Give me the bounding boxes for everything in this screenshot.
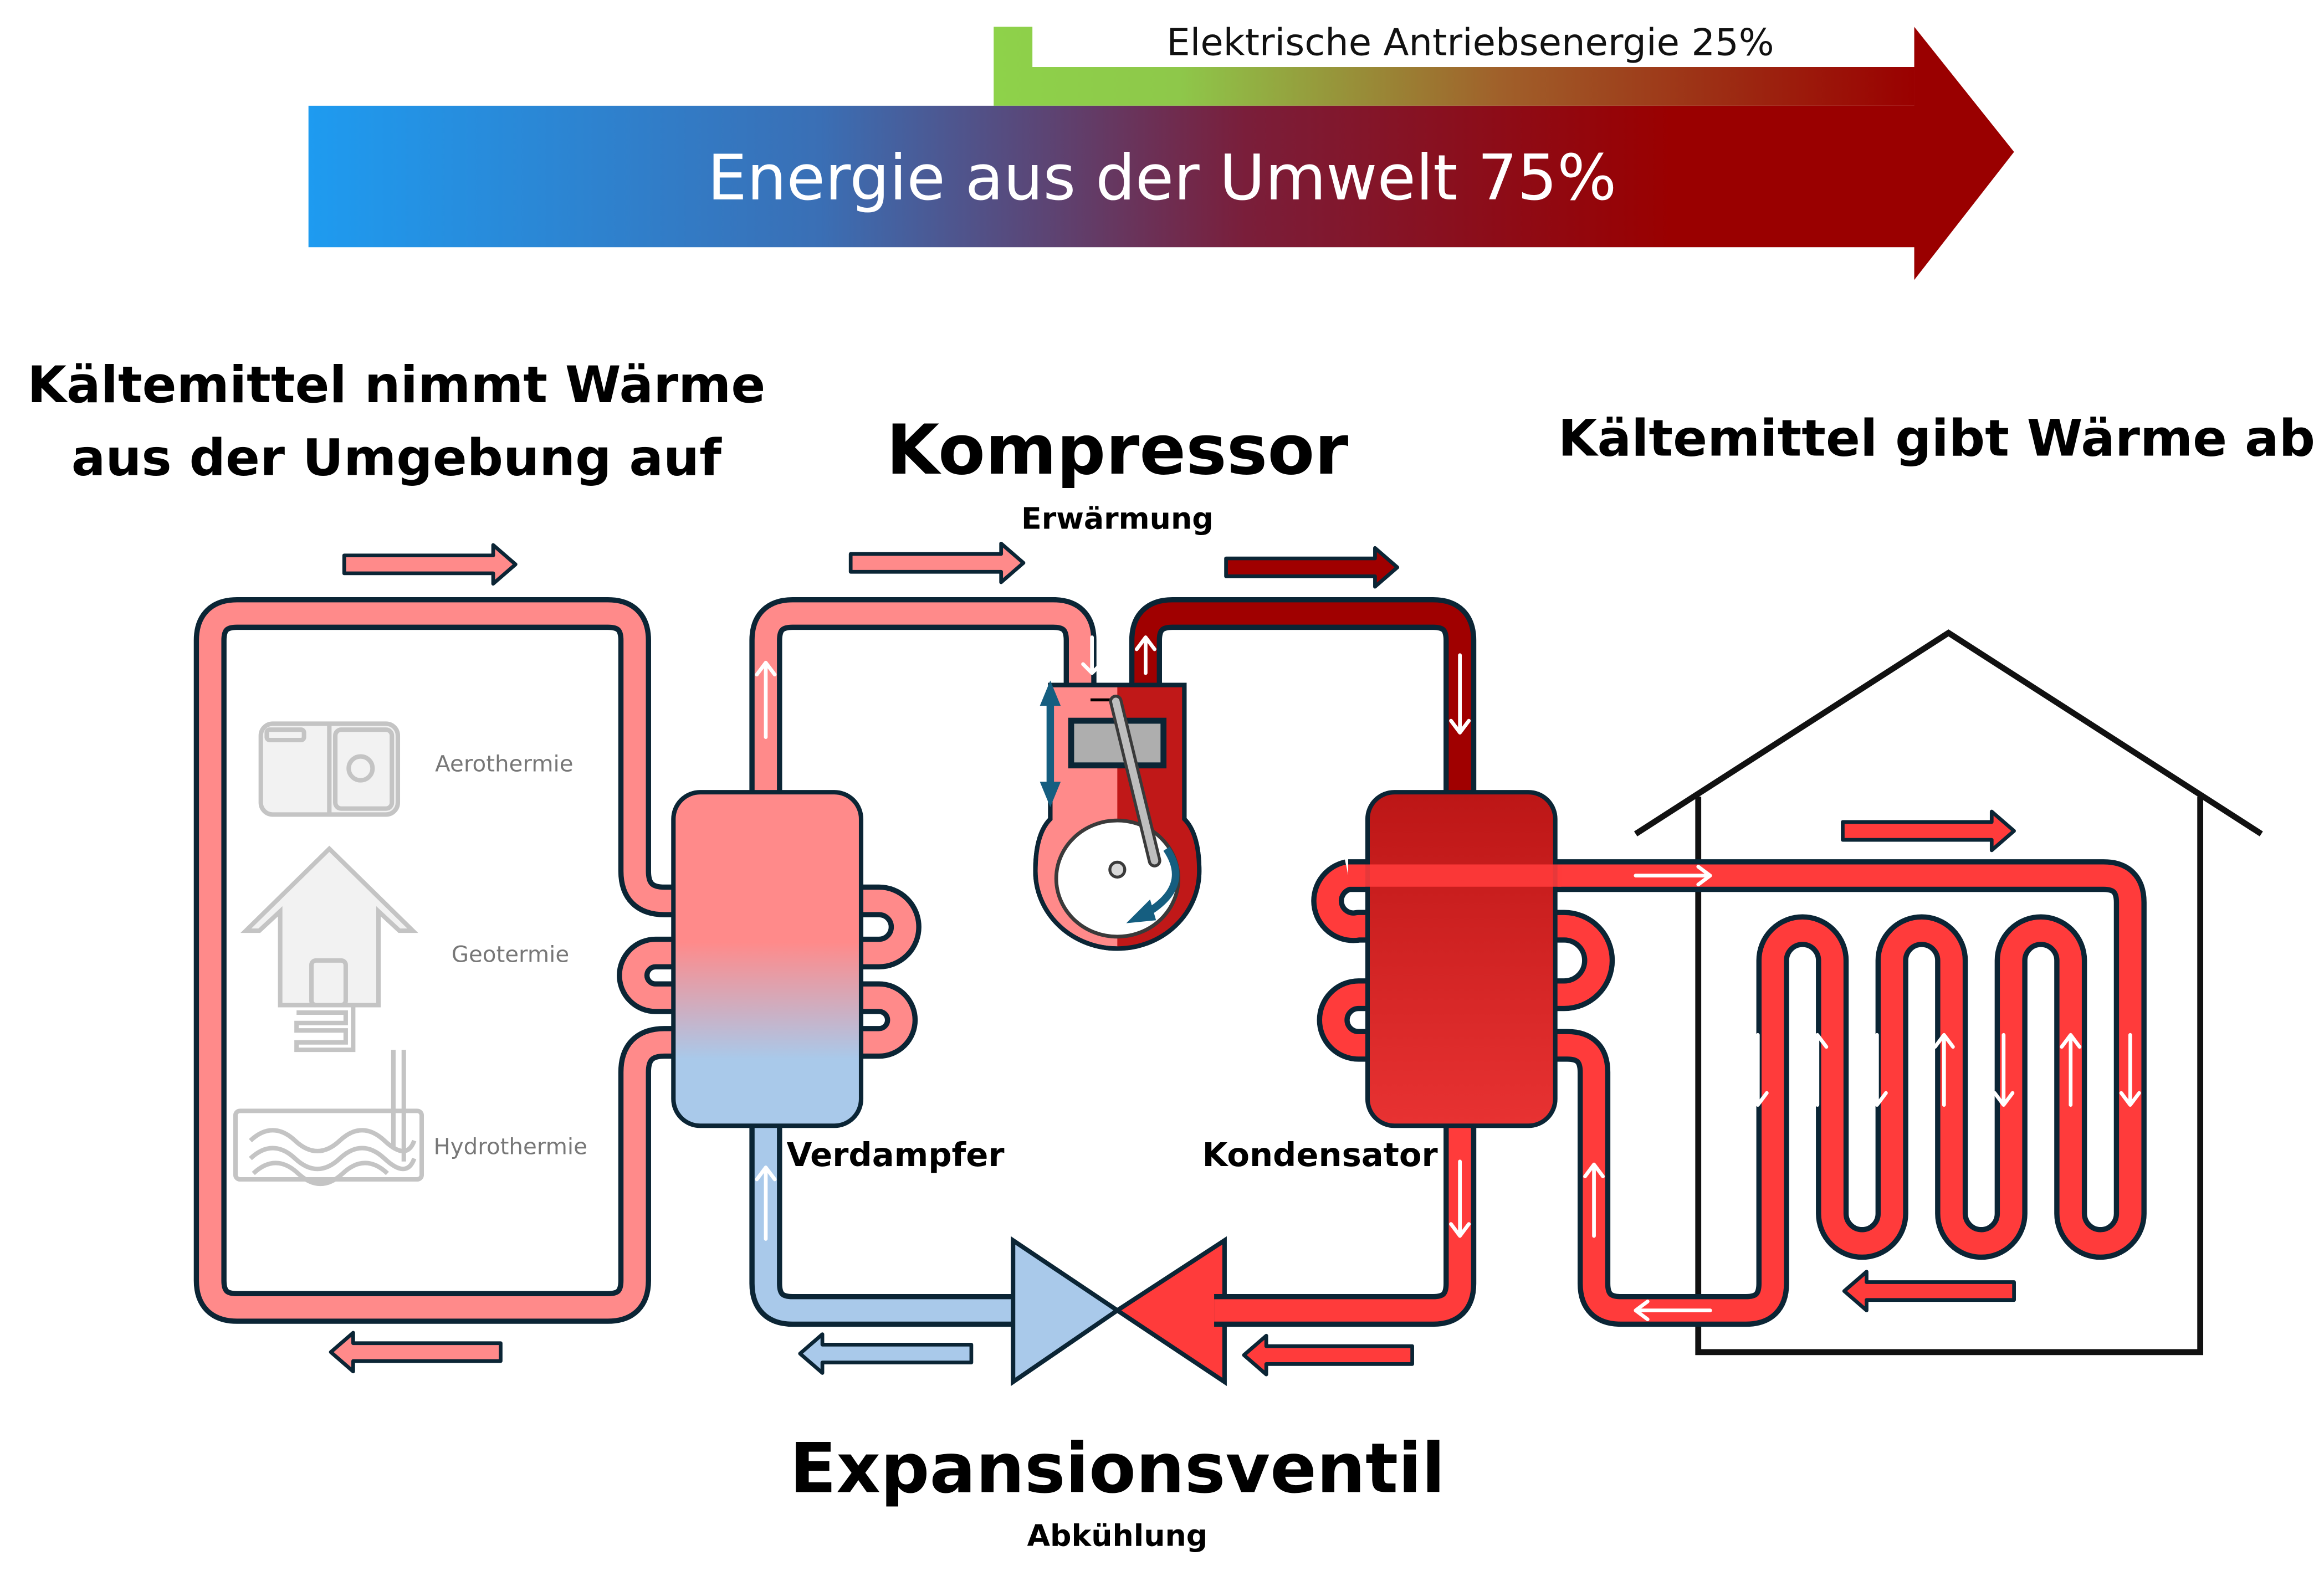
environment-loop xyxy=(193,597,922,1324)
geotermie-icon xyxy=(240,845,418,1053)
liquid-pipe xyxy=(1214,1117,1477,1327)
electric-energy-arrow xyxy=(994,27,1915,106)
house xyxy=(1634,629,2263,1356)
source-label-hydrothermie: Hydrothermie xyxy=(433,1133,587,1159)
environment-energy-arrow xyxy=(308,27,2014,280)
expansion-valve xyxy=(1011,1236,1227,1387)
evaporator-label: Verdampfer xyxy=(787,1136,1005,1174)
valve-subheading: Abkühlung xyxy=(1027,1518,1207,1553)
evaporator xyxy=(671,790,864,1128)
flow-arrow-left-icon xyxy=(1842,1270,2016,1312)
left-heading-line1: Kältemittel nimmt Wärme xyxy=(27,355,765,414)
hydrothermie-icon xyxy=(233,1050,424,1186)
flow-arrow-right-icon xyxy=(1841,809,2016,853)
flow-arrow-left-icon xyxy=(1242,1333,1414,1377)
source-label-aerothermie: Aerothermie xyxy=(435,751,573,777)
flow-arrow-left-icon xyxy=(329,1331,503,1374)
compressor-heading: Kompressor xyxy=(886,410,1348,490)
right-heading: Kältemittel gibt Wärme ab xyxy=(1558,409,2315,468)
condenser xyxy=(1365,790,1558,1128)
flow-arrow-right-icon xyxy=(342,543,518,586)
source-label-geotermie: Geotermie xyxy=(452,942,569,968)
compressor-subheading: Erwärmung xyxy=(1021,501,1214,536)
valve-heading: Expansionsventil xyxy=(790,1429,1445,1509)
compressor xyxy=(1033,680,1202,951)
expanded-pipe xyxy=(749,1117,1028,1327)
rotation-arrow-icon xyxy=(1145,846,1180,916)
electric-energy-label: Elektrische Antriebsenergie 25% xyxy=(1166,20,1774,64)
suction-pipe xyxy=(749,597,1103,804)
pressure-pipe xyxy=(1129,597,1477,804)
environment-energy-label: Energie aus der Umwelt 75% xyxy=(708,141,1617,214)
left-heading-line2: aus der Umgebung auf xyxy=(71,428,722,487)
heating-circuit xyxy=(1311,859,2147,1327)
flow-arrow-right-icon xyxy=(848,541,1026,584)
aerothermie-icon xyxy=(258,721,401,817)
flow-arrow-right-icon xyxy=(1224,546,1400,589)
piston-stroke-arrow-icon xyxy=(1040,680,1061,807)
energy-banner: Elektrische Antriebsenergie 25% Energie … xyxy=(308,20,2014,280)
condenser-label: Kondensator xyxy=(1202,1136,1438,1174)
flow-arrow-left-icon xyxy=(798,1332,974,1375)
